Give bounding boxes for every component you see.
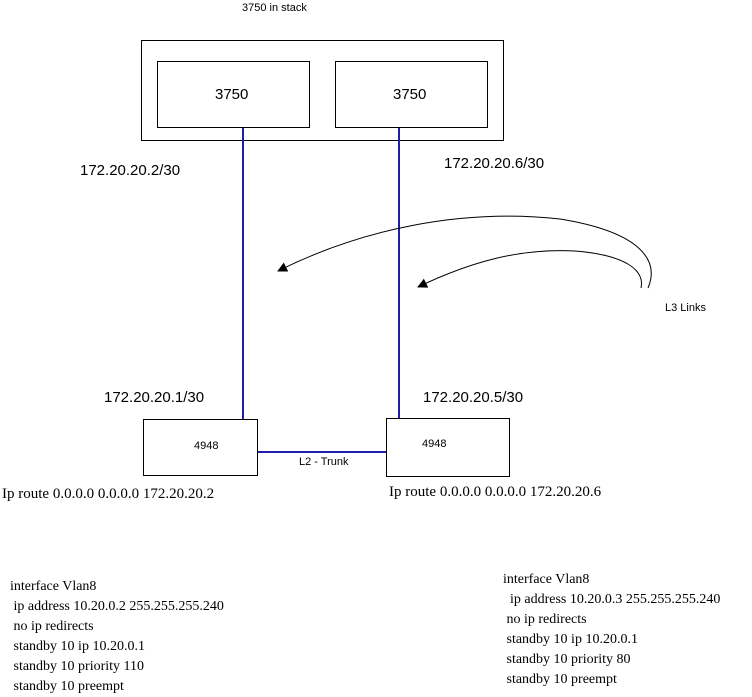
config-right-line: interface Vlan8: [503, 572, 590, 587]
config-left-line: ip address 10.20.0.2 255.255.255.240: [10, 599, 224, 614]
address-stack-left: 172.20.20.2/30: [80, 162, 181, 179]
switch-3750-left-label: 3750: [215, 86, 249, 103]
config-left-line: standby 10 priority 110: [10, 659, 145, 674]
config-right-line: no ip redirects: [503, 612, 587, 627]
config-left-line: interface Vlan8: [10, 579, 97, 594]
stack-caption: 3750 in stack: [242, 2, 307, 14]
route-left: Ip route 0.0.0.0 0.0.0.0 172.20.20.2: [2, 486, 215, 502]
l2-trunk-label: L2 - Trunk: [299, 456, 349, 468]
switch-4948-left-label: 4948: [194, 440, 219, 452]
switch-4948-left: [143, 419, 258, 476]
config-left-line: standby 10 ip 10.20.0.1: [10, 639, 145, 654]
config-left-line: standby 10 preempt: [10, 679, 124, 694]
l3-links-arrow-lower: [417, 250, 642, 289]
l3-links-label: L3 Links: [665, 302, 706, 314]
config-left-line: no ip redirects: [10, 619, 94, 634]
route-right: Ip route 0.0.0.0 0.0.0.0 172.20.20.6: [389, 484, 602, 500]
config-right-line: standby 10 preempt: [503, 672, 617, 687]
address-stack-right: 172.20.20.6/30: [444, 155, 545, 172]
switch-3750-left: [157, 61, 310, 128]
switch-3750-right-label: 3750: [393, 86, 427, 103]
stack-enclosure: [141, 40, 504, 141]
config-right-line: standby 10 ip 10.20.0.1: [503, 632, 638, 647]
config-right: interface Vlan8 ip address 10.20.0.3 255…: [503, 570, 720, 690]
switch-4948-right: [386, 418, 510, 477]
address-dist-left: 172.20.20.1/30: [104, 389, 205, 406]
switch-4948-right-label: 4948: [422, 438, 447, 450]
l3-links-arrow-upper: [277, 215, 652, 289]
config-left: interface Vlan8 ip address 10.20.0.2 255…: [10, 577, 224, 697]
switch-3750-right: [335, 61, 488, 128]
config-right-line: ip address 10.20.0.3 255.255.255.240: [503, 592, 721, 607]
address-dist-right: 172.20.20.5/30: [423, 389, 524, 406]
config-right-line: standby 10 priority 80: [503, 652, 631, 667]
